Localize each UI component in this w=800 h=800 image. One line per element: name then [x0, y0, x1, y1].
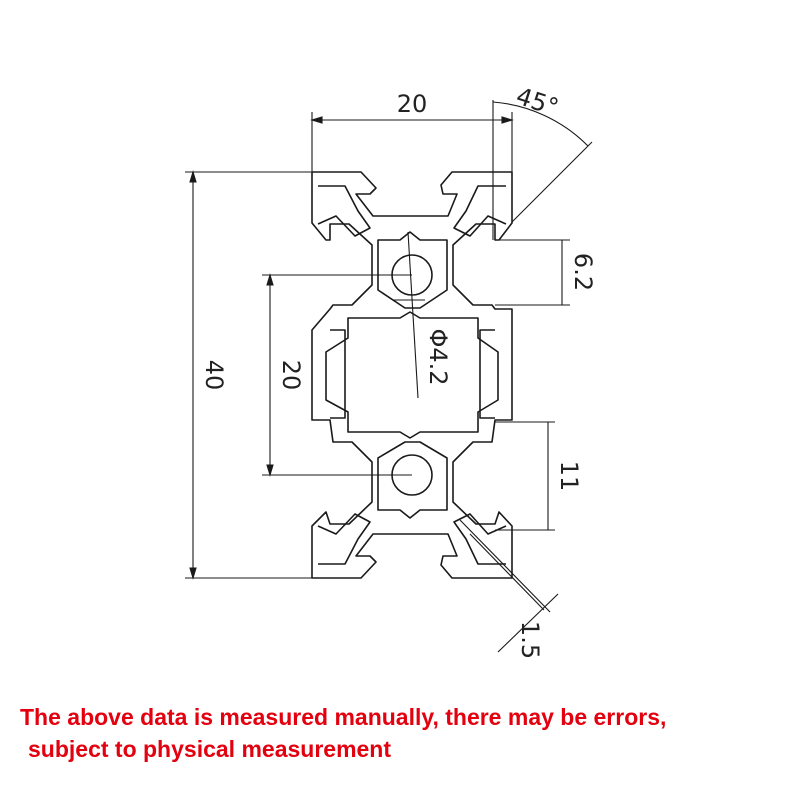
disclaimer-line-2: subject to physical measurement — [28, 736, 392, 762]
dim-center-label: 20 — [277, 360, 305, 391]
slot-right-middle — [479, 329, 495, 419]
slot-left-upper — [317, 185, 371, 237]
height-arrow-top — [189, 170, 197, 183]
slot-left-middle — [330, 329, 346, 419]
upper-core — [377, 231, 448, 309]
center-arrow-bottom — [266, 464, 274, 477]
slot-left-lower — [317, 513, 371, 565]
width-arrow-right — [501, 116, 514, 124]
slot-right-lower — [453, 513, 507, 565]
dim-depth-label: 11 — [555, 461, 583, 492]
dim-slot-label: 6.2 — [569, 253, 597, 291]
hole-leader — [407, 231, 419, 399]
center-arrow-top — [266, 273, 274, 286]
profile-outline — [311, 171, 513, 579]
lower-core — [377, 441, 448, 519]
disclaimer-line-1: The above data is measured manually, the… — [20, 704, 667, 730]
slot-right-upper — [453, 185, 507, 237]
height-arrow-bottom — [189, 567, 197, 580]
dim-hole-label: Φ4.2 — [424, 328, 452, 385]
angle-arc — [492, 101, 589, 147]
angle-ext-diagonal — [511, 141, 593, 223]
wall-ext-1 — [459, 519, 551, 613]
dim-width-label: 20 — [397, 90, 428, 118]
dim-angle-label: 45° — [513, 82, 562, 122]
dim-height-label: 40 — [200, 360, 228, 391]
central-cavity — [325, 311, 499, 439]
width-arrow-left — [310, 116, 323, 124]
wall-dim-line — [497, 593, 559, 653]
dim-wall-label: 1.5 — [516, 621, 544, 659]
dimension-lines — [185, 100, 593, 653]
wall-ext-2 — [469, 533, 545, 611]
